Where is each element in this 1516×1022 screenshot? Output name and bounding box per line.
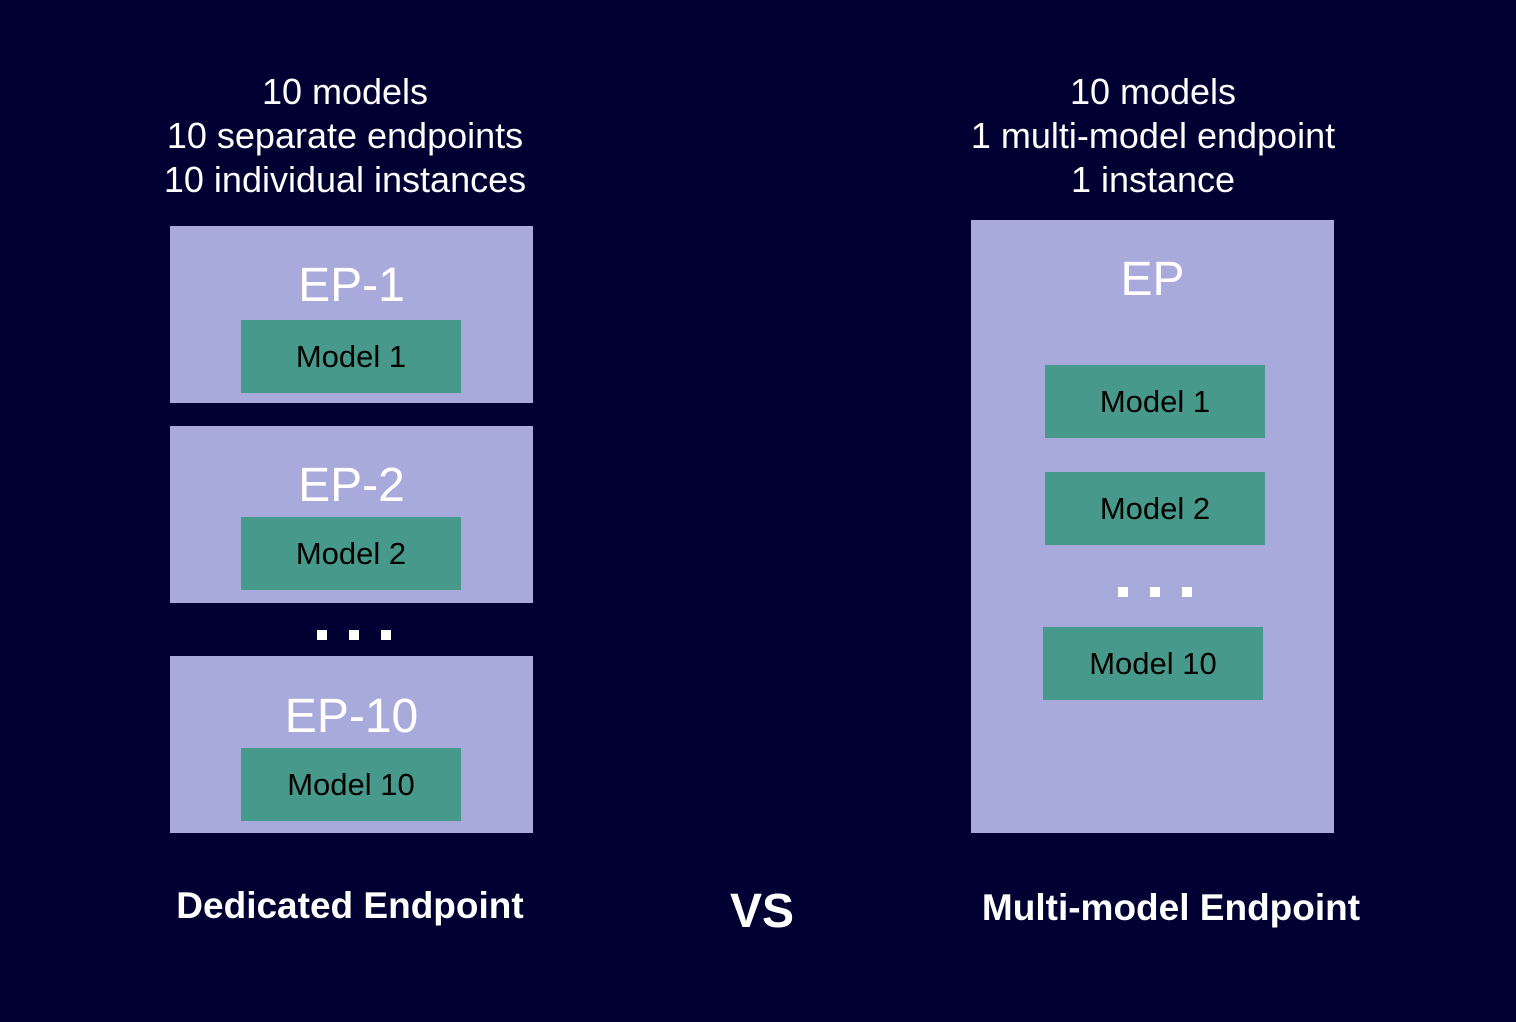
vs-label: VS [729, 885, 795, 938]
multi-model-endpoint-label: Multi-model Endpoint [981, 887, 1361, 928]
model-box: Model 2 [241, 517, 461, 590]
ellipsis-dot [1182, 587, 1192, 597]
dedicated-caption-line: 10 separate endpoints [166, 115, 524, 156]
ellipsis-dots [317, 630, 391, 640]
ellipsis-dot [317, 630, 327, 640]
endpoint-title: EP [1120, 253, 1185, 306]
endpoint-box-ep-1: EP-1 Model 1 [170, 226, 533, 403]
dedicated-endpoint-label: Dedicated Endpoint [176, 885, 524, 926]
ellipsis-dot [1118, 587, 1128, 597]
multi-caption-line: 10 models [1069, 71, 1237, 112]
model-box: Model 1 [1045, 365, 1265, 438]
model-box: Model 1 [241, 320, 461, 393]
ellipsis-dots [1118, 587, 1192, 597]
ellipsis-dot [381, 630, 391, 640]
multi-caption-line: 1 multi-model endpoint [970, 115, 1336, 156]
multi-caption: 10 models 1 multi-model endpoint 1 insta… [953, 70, 1353, 202]
model-box: Model 10 [1043, 627, 1263, 700]
ellipsis-dot [1150, 587, 1160, 597]
dedicated-caption: 10 models 10 separate endpoints 10 indiv… [145, 70, 545, 202]
dedicated-caption-line: 10 models [261, 71, 429, 112]
ellipsis-dot [349, 630, 359, 640]
endpoint-title: EP-1 [298, 259, 405, 312]
endpoint-box-ep-2: EP-2 Model 2 [170, 426, 533, 603]
multi-endpoint-box: EP Model 1 Model 2 Model 10 [971, 220, 1334, 833]
endpoint-title: EP-10 [284, 690, 419, 743]
dedicated-caption-line: 10 individual instances [163, 159, 527, 200]
model-box: Model 2 [1045, 472, 1265, 545]
endpoint-box-ep-10: EP-10 Model 10 [170, 656, 533, 833]
multi-caption-line: 1 instance [1070, 159, 1236, 200]
endpoint-title: EP-2 [298, 459, 405, 512]
model-box: Model 10 [241, 748, 461, 821]
